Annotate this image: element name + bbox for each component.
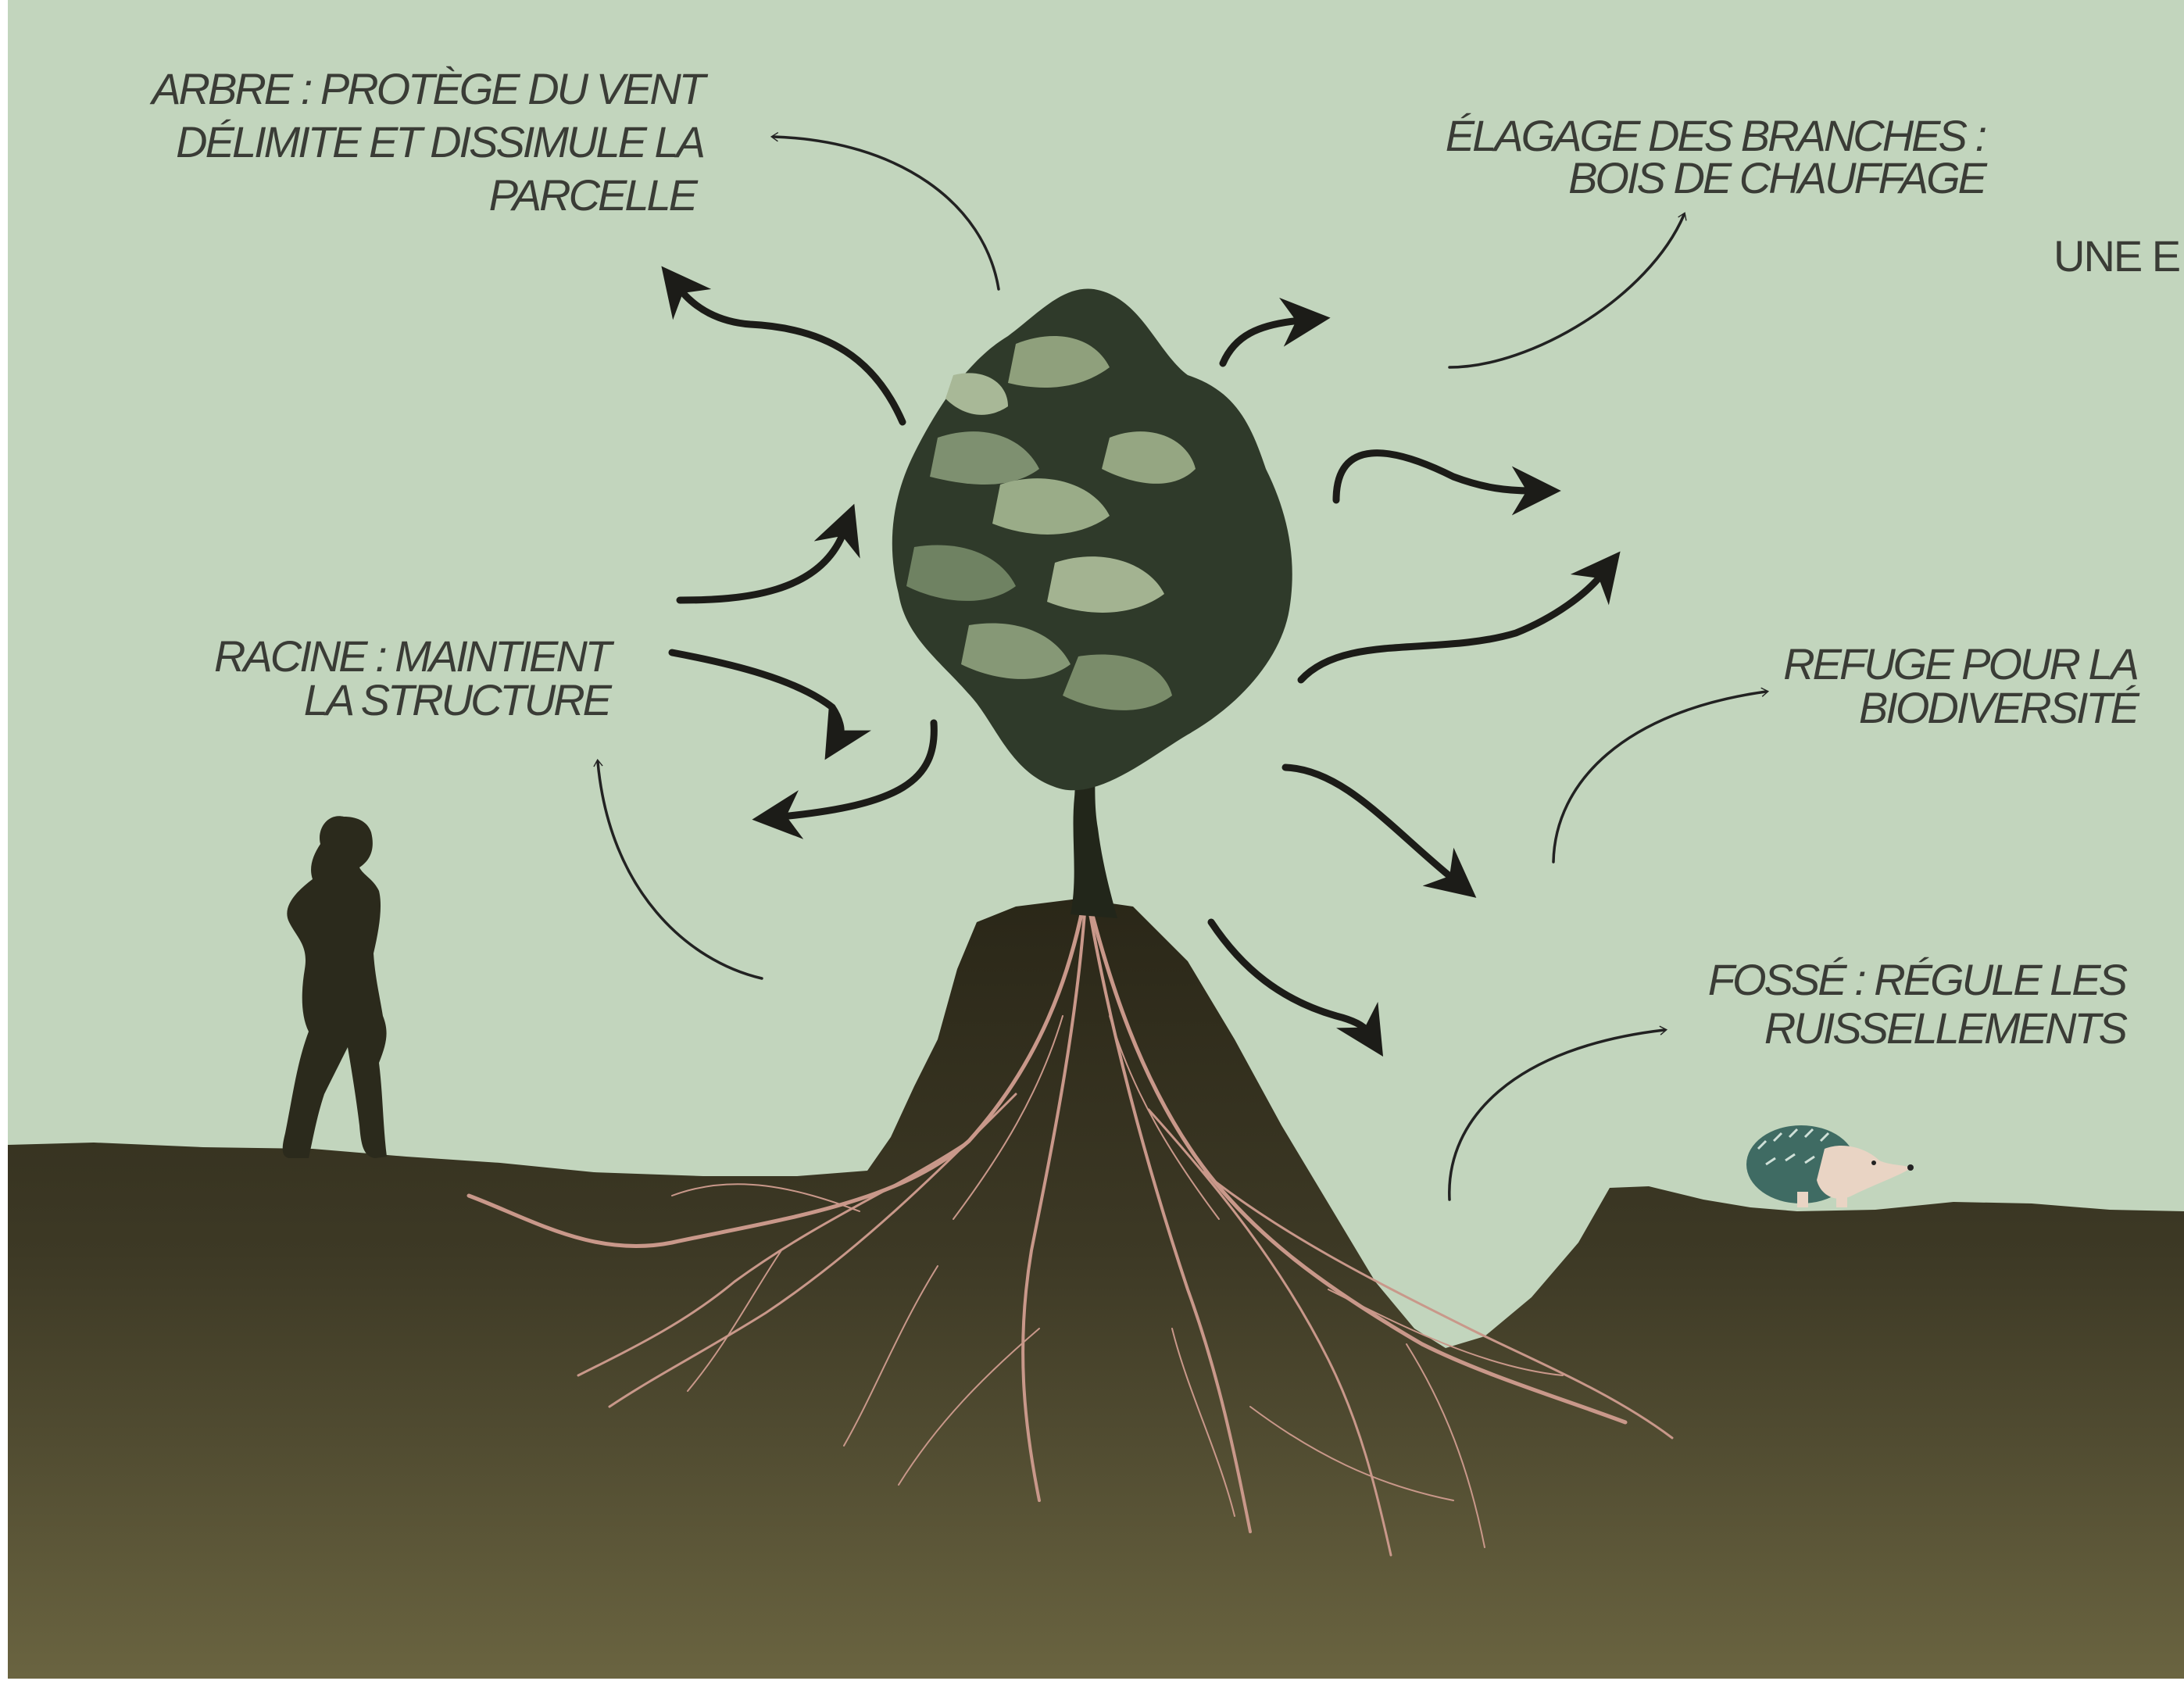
label-arbre-line1: ARBRE : PROTÈGE DU VENT <box>152 64 706 113</box>
tree-illustration <box>892 288 1292 791</box>
hedgehog-illustration <box>1746 1125 1914 1207</box>
label-refuge-line1: REFUGE POUR LA <box>1783 639 2139 688</box>
label-arbre-line2: DÉLIMITE ET DISSIMULE LA <box>176 117 706 166</box>
label-fosse: FOSSÉ : RÉGULE LES RUISSELLEMENTS <box>1657 953 2128 1055</box>
bottom-border <box>0 1679 2184 1688</box>
label-racine-line2: LA STRUCTURE <box>303 675 612 724</box>
person-silhouette <box>282 816 387 1158</box>
label-elagage: ÉLAGAGE DES BRANCHES : BOIS DE CHAUFFAGE <box>1422 109 1987 205</box>
label-racine: RACINE : MAINTIENT LA STRUCTURE <box>156 630 612 727</box>
label-arbre-line3: PARCELLE <box>488 170 698 220</box>
soil-ground <box>8 899 2184 1688</box>
label-fosse-line2: RUISSELLEMENTS <box>1764 1003 2128 1053</box>
bold-arrows <box>661 266 1621 1057</box>
label-elagage-line1: ÉLAGAGE DES BRANCHES : <box>1445 111 1987 160</box>
tree-roots <box>466 889 1674 1557</box>
label-elagage-line2: BOIS DE CHAUFFAGE <box>1568 153 1987 202</box>
arrow-to-fosse <box>1448 1025 1668 1201</box>
arrow-to-arbre <box>770 131 1000 291</box>
left-border <box>0 0 8 1688</box>
label-refuge-line2: BIODIVERSITÉ <box>1858 683 2139 732</box>
label-racine-line1: RACINE : MAINTIENT <box>213 631 612 681</box>
label-arbre: ARBRE : PROTÈGE DU VENT DÉLIMITE ET DISS… <box>141 63 706 222</box>
cut-off-title: UNE E <box>2054 231 2181 281</box>
thin-arrows <box>593 131 1770 1201</box>
arrow-to-refuge <box>1552 687 1770 864</box>
arrow-to-racine <box>593 758 763 980</box>
label-fosse-line1: FOSSÉ : RÉGULE LES <box>1707 955 2128 1004</box>
label-refuge: REFUGE POUR LA BIODIVERSITÉ <box>1688 638 2139 735</box>
arrow-to-elagage <box>1448 212 1687 369</box>
